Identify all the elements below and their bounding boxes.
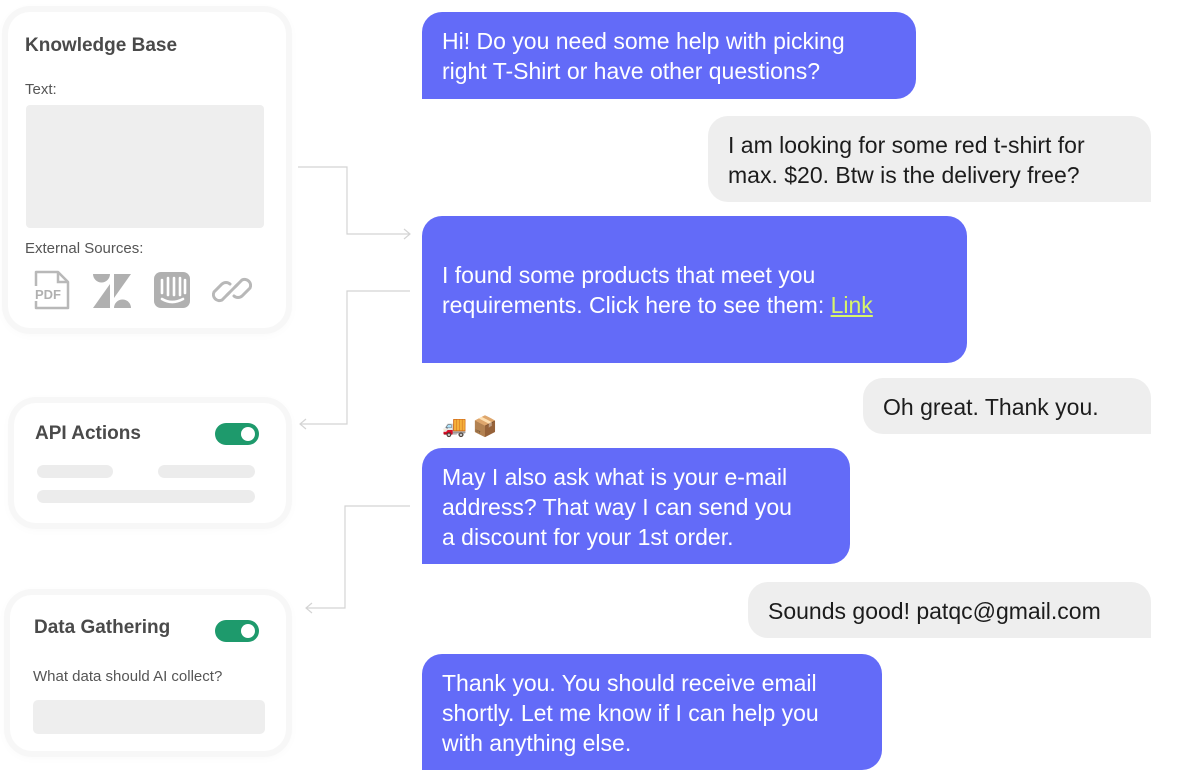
- intercom-icon[interactable]: [150, 268, 194, 312]
- toggle-knob: [241, 624, 255, 638]
- user-message: I am looking for some red t-shirt for ma…: [708, 116, 1151, 202]
- data-gathering-title: Data Gathering: [34, 617, 171, 638]
- bot-message: Hi! Do you need some help with picking r…: [422, 12, 916, 99]
- knowledge-text-area[interactable]: [26, 105, 264, 228]
- api-actions-card: API Actions: [14, 403, 286, 523]
- bot-message: May I also ask what is your e-mail addre…: [422, 448, 850, 564]
- products-link[interactable]: Link: [830, 292, 873, 318]
- link-icon[interactable]: [210, 268, 254, 312]
- toggle-knob: [241, 427, 255, 441]
- data-question-label: What data should AI collect?: [33, 668, 223, 685]
- knowledge-base-title: Knowledge Base: [25, 35, 178, 56]
- data-gathering-card: Data Gathering What data should AI colle…: [10, 595, 286, 751]
- zendesk-icon[interactable]: [90, 268, 134, 312]
- bot-message: I found some products that meet you requ…: [422, 216, 967, 438]
- knowledge-base-card: Knowledge Base Text: External Sources: P…: [8, 12, 286, 328]
- data-input[interactable]: [33, 700, 265, 734]
- bot-message: Thank you. You should receive email shor…: [422, 654, 882, 770]
- bot-message-text: I found some products that meet you requ…: [442, 262, 825, 318]
- user-message: Sounds good! patqc@gmail.com: [748, 582, 1151, 638]
- placeholder-bar: [37, 465, 113, 478]
- placeholder-bar: [158, 465, 255, 478]
- external-sources-label: External Sources:: [25, 240, 144, 257]
- pdf-icon[interactable]: PDF: [30, 268, 74, 312]
- delivery-emoji: 🚚 📦: [442, 416, 498, 438]
- api-actions-title: API Actions: [35, 423, 141, 444]
- delivery-text: We offer free delivery and returns: [442, 382, 783, 408]
- user-message: Oh great. Thank you.: [863, 378, 1151, 434]
- text-label: Text:: [25, 81, 57, 98]
- api-actions-toggle[interactable]: [215, 423, 259, 445]
- pdf-icon-text: PDF: [35, 287, 61, 302]
- placeholder-bar: [37, 490, 255, 503]
- data-gathering-toggle[interactable]: [215, 620, 259, 642]
